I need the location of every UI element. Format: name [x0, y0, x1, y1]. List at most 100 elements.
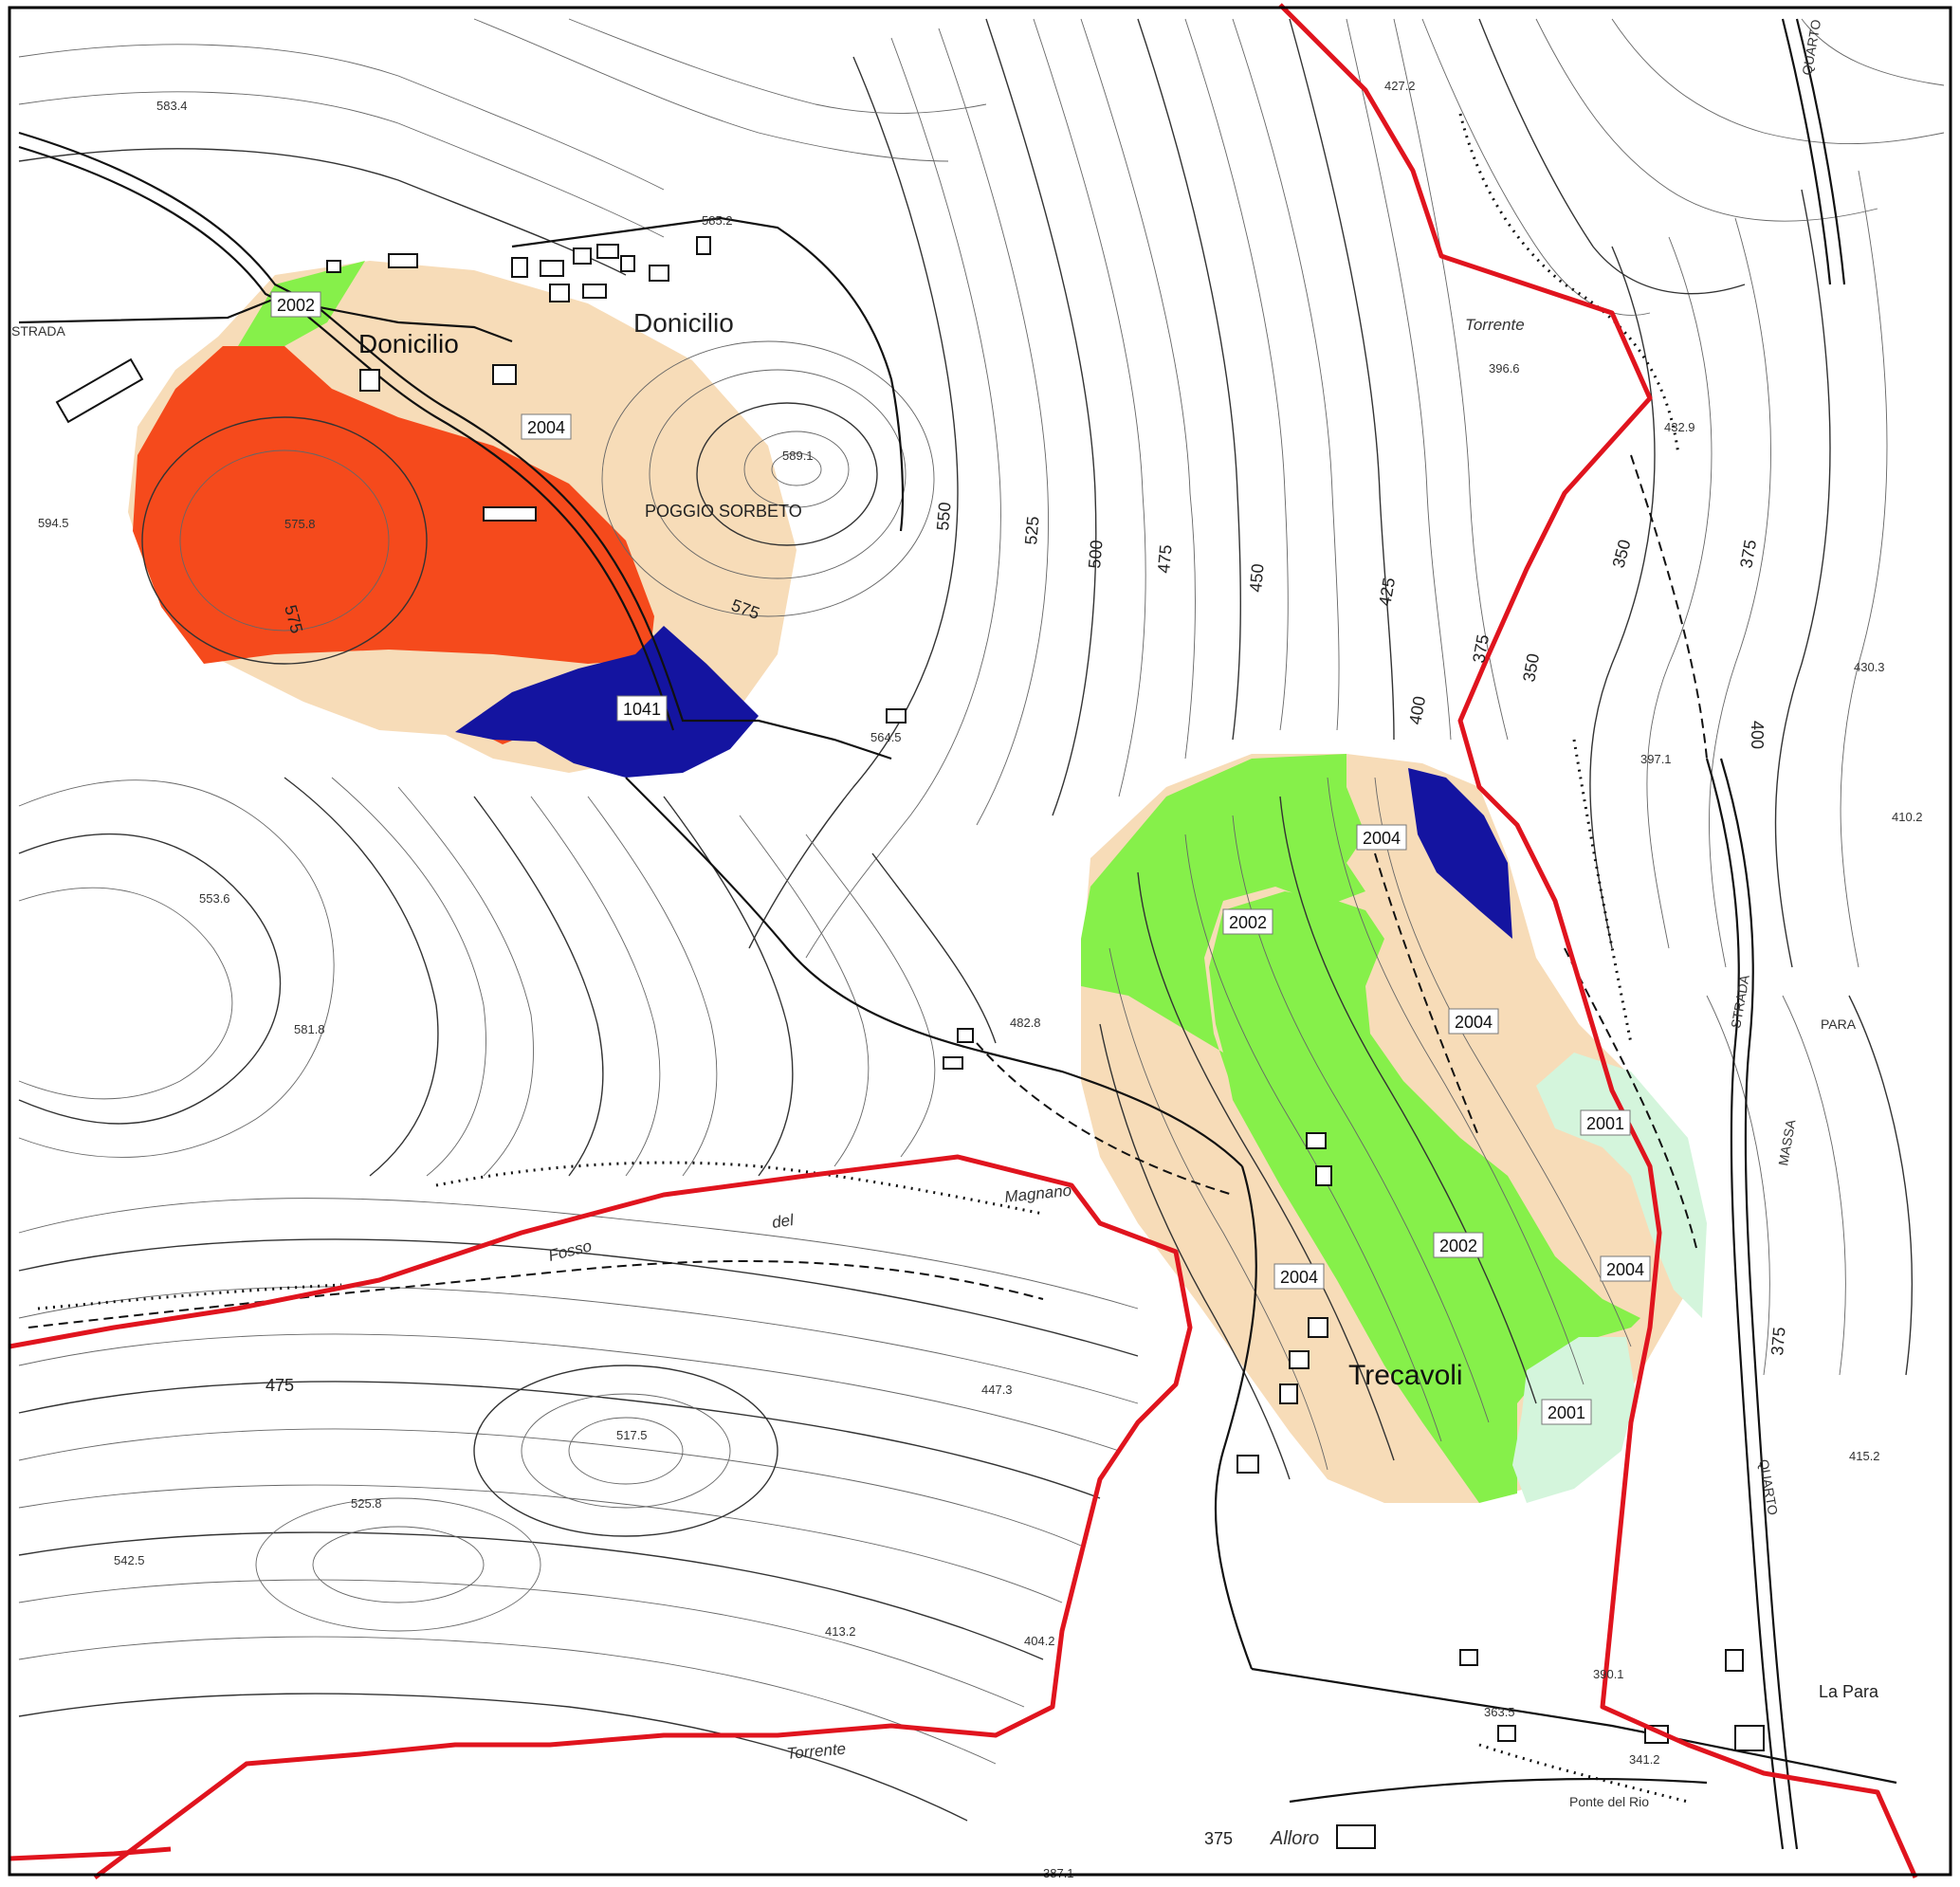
zone-2002-trecavoli-main: [1209, 891, 1640, 1503]
spot-height: 397.1: [1640, 752, 1672, 766]
place-ponte-del-rio: Ponte del Rio: [1569, 1794, 1649, 1809]
label-torrente-top: Torrente: [1465, 316, 1525, 334]
building: [582, 284, 607, 299]
building: [1734, 1725, 1765, 1751]
spot-height: 413.2: [825, 1624, 856, 1639]
building: [492, 364, 517, 385]
spot-height: 564.5: [870, 730, 902, 744]
spot-height: 581.8: [294, 1022, 325, 1036]
building: [1497, 1725, 1516, 1742]
building: [1725, 1649, 1744, 1672]
buildings: [55, 236, 1765, 1849]
place-trecavoli: Trecavoli: [1348, 1360, 1463, 1391]
building: [1459, 1649, 1478, 1666]
building: [649, 265, 669, 282]
spot-height: 427.2: [1384, 79, 1416, 93]
label-del: del: [771, 1211, 796, 1232]
building: [1279, 1383, 1298, 1404]
contour-label: 450: [1246, 563, 1268, 594]
building: [696, 236, 711, 255]
contour-label: 375: [1204, 1829, 1233, 1848]
zone-labels: 2002 2004 1041 2004 2002 2004 2001 2002 …: [270, 291, 1651, 1425]
building: [511, 257, 528, 278]
spot-height: 432.9: [1664, 420, 1695, 434]
building: [549, 284, 570, 302]
building: [573, 247, 592, 265]
contour-label: 375: [1768, 1327, 1789, 1357]
zone-1041-trecavoli: [1408, 768, 1512, 939]
spot-height: 525.8: [351, 1496, 382, 1511]
hazard-zones: [128, 261, 1707, 1503]
zone-label-2004: 2004: [1363, 829, 1401, 848]
spot-height: 575.8: [284, 517, 316, 531]
building: [957, 1028, 974, 1043]
contour-label: 550: [933, 502, 955, 532]
building: [1315, 1165, 1332, 1186]
water-labels: Torrente Fosso del Magnano Torrente Allo…: [546, 316, 1524, 1849]
building: [483, 506, 537, 522]
spot-height: 447.3: [981, 1383, 1013, 1397]
zone-label-1041: 1041: [623, 700, 661, 719]
spot-height: 589.1: [782, 449, 814, 463]
building: [943, 1056, 963, 1070]
contour-label: 475: [266, 1376, 294, 1395]
building: [359, 369, 380, 392]
spot-height: 410.2: [1892, 810, 1923, 824]
zone-1041-donicilio: [455, 626, 759, 778]
spot-height: 396.6: [1489, 361, 1520, 376]
place-donicilio-a: Donicilio: [358, 329, 459, 358]
contour-label: 500: [1085, 540, 1107, 570]
zone-label-2002: 2002: [277, 296, 315, 315]
building: [388, 253, 418, 268]
zone-label-2002: 2002: [1439, 1237, 1477, 1255]
zone-2001-trecavoli-upper: [1536, 1053, 1707, 1318]
spot-heights: 583.4 585.2 589.1 575.8 564.5 553.6 581.…: [38, 79, 1923, 1880]
building: [326, 260, 341, 273]
spot-height: 583.4: [156, 99, 188, 113]
boundary-north-south: [1278, 3, 1918, 1879]
spot-height: 553.6: [199, 891, 230, 906]
place-la-para: La Para: [1819, 1682, 1879, 1701]
contour-label: 400: [1748, 721, 1767, 749]
zone-2002-trecavoli-west: [1081, 754, 1365, 1090]
spot-height: 482.8: [1010, 1016, 1041, 1030]
boundary-west-east: [9, 1154, 1193, 1879]
zone-label-2001: 2001: [1548, 1403, 1585, 1422]
contour-label: 475: [1154, 544, 1176, 575]
zone-red-donicilio: [133, 346, 654, 664]
boundary-bottom-west: [9, 1846, 172, 1861]
building: [55, 357, 144, 424]
place-strada-left: STRADA: [11, 323, 65, 339]
building: [1289, 1350, 1310, 1369]
building: [540, 260, 564, 277]
label-alloro: Alloro: [1270, 1828, 1319, 1849]
zone-label-2004: 2004: [527, 418, 565, 437]
spot-height: 594.5: [38, 516, 69, 530]
building: [1306, 1132, 1327, 1149]
spot-height: 390.1: [1593, 1667, 1624, 1681]
building: [1336, 1824, 1376, 1849]
admin-boundary: [9, 3, 1918, 1879]
building: [1236, 1455, 1259, 1474]
place-donicilio-b: Donicilio: [633, 308, 734, 338]
spot-height: 404.2: [1024, 1634, 1055, 1648]
building: [596, 244, 619, 259]
spot-height: 430.3: [1854, 660, 1885, 674]
place-poggio-sorbeto: POGGIO SORBETO: [645, 502, 802, 521]
spot-height: 585.2: [702, 213, 733, 228]
building: [1308, 1317, 1328, 1338]
spot-height: 415.2: [1849, 1449, 1880, 1463]
spot-height: 542.5: [114, 1553, 145, 1567]
spot-height: 363.5: [1484, 1705, 1515, 1719]
spot-height: 341.2: [1629, 1752, 1660, 1767]
place-para: PARA: [1821, 1017, 1857, 1032]
spot-height: 517.5: [616, 1428, 648, 1442]
contour-label: 525: [1021, 516, 1043, 546]
zone-label-2001: 2001: [1586, 1114, 1624, 1133]
zone-label-2004: 2004: [1455, 1013, 1493, 1032]
zone-label-2004: 2004: [1280, 1268, 1318, 1287]
zone-label-2004: 2004: [1606, 1260, 1644, 1279]
roads: [18, 18, 1897, 1850]
